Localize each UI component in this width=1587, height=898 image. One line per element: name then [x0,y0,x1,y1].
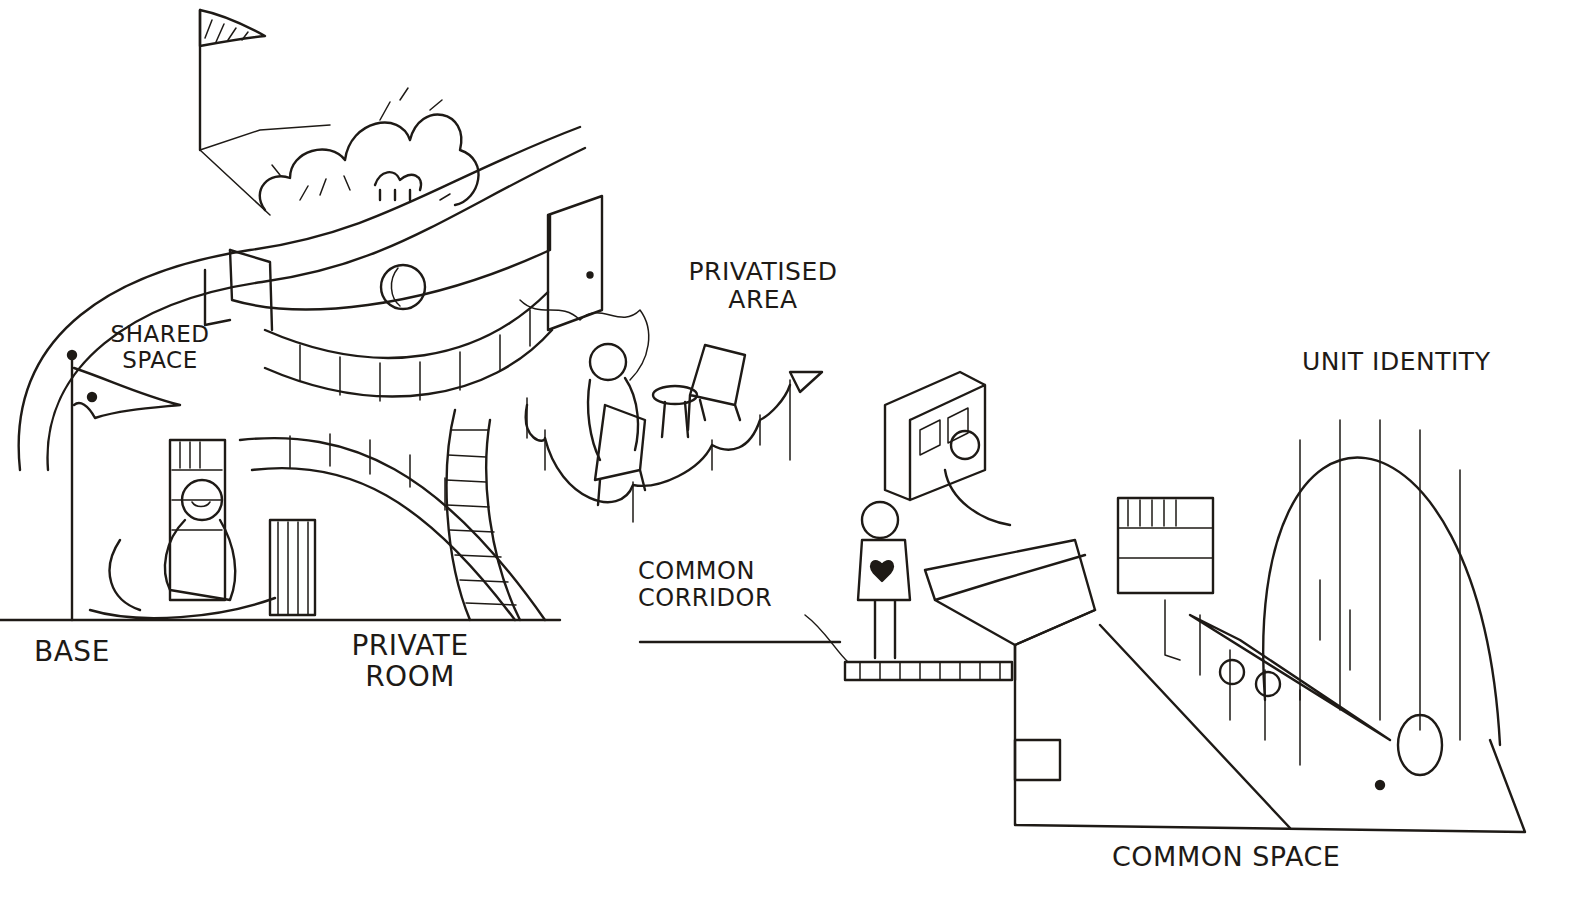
flag-hatching [205,20,248,42]
child-head [862,502,898,538]
sofa [925,540,1095,645]
platform-edge [1015,610,1095,680]
pennant-dot [88,393,96,401]
person-smile [192,502,210,507]
person-head [182,480,222,520]
room-rail-top [240,438,545,620]
side-table-legs [662,402,688,437]
part-label: SHARED SPACE [100,322,220,374]
part-label: PRIVATE ROOM [325,630,495,693]
reader-head [1256,672,1280,696]
cabinet [885,372,985,500]
round-window [1398,715,1442,775]
chairs [1165,580,1350,765]
corridor-edge [640,641,840,643]
barrier-rope [526,385,790,502]
part-label: BASE [34,636,154,667]
round-window [381,265,425,309]
sitter-body [588,378,638,460]
dome [1263,458,1500,745]
corridor-strip [845,662,1012,680]
chair-back [688,345,745,430]
ribbon-inner [48,148,585,470]
part-label: PRIVATISED AREA [668,258,858,314]
long-table [1190,615,1390,740]
part-label: COMMON SPACE [1112,842,1432,872]
small-shelf [270,520,315,615]
pole-tip [68,351,76,359]
shelf-books [278,522,308,614]
barrier-posts [527,380,790,522]
person-body [165,520,235,600]
base-floor [0,619,560,621]
window-crescent [391,268,400,306]
balcony-rail-bottom [265,330,552,396]
common-books [1118,500,1213,558]
heart [871,561,893,581]
part-label: COMMON CORRIDOR [638,558,818,612]
bookshelf [170,440,225,600]
balcony-rail-top [265,292,548,358]
bookshelf-books [172,442,222,530]
door-knob [588,273,593,278]
base-flag-pole [71,355,73,620]
flag [200,10,265,46]
ribbon-outer [19,127,580,470]
common-bookshelf [1118,498,1213,593]
dome-ribs [1300,420,1460,740]
side-table [653,386,697,404]
room-rail-posts [290,434,445,510]
room-rail-bottom [252,468,515,620]
sofa-person-head [951,431,979,459]
barrier-pennant [790,372,822,392]
child-body [858,540,910,658]
rocking-chair [90,540,275,618]
platform-step [1015,740,1060,780]
balcony-posts [300,310,530,401]
chair-front [595,405,645,505]
base-pennant [74,368,180,418]
sofa-person-body [945,470,1010,525]
wall-door [230,250,272,330]
leader-line [805,615,848,662]
corridor-tiles [860,662,1000,680]
reader-head [1220,660,1244,684]
shared-wall [230,215,550,309]
part-label: UNIT IDENTITY [1302,348,1587,376]
floor-dot [1376,781,1384,789]
animal [375,172,421,200]
bush-scribble [272,88,450,200]
plant-scribble [520,300,649,380]
wall-edge [205,270,230,325]
bush [260,115,479,210]
platform [1015,645,1525,832]
sitter-head [590,344,626,380]
lawn-edge [200,125,330,215]
